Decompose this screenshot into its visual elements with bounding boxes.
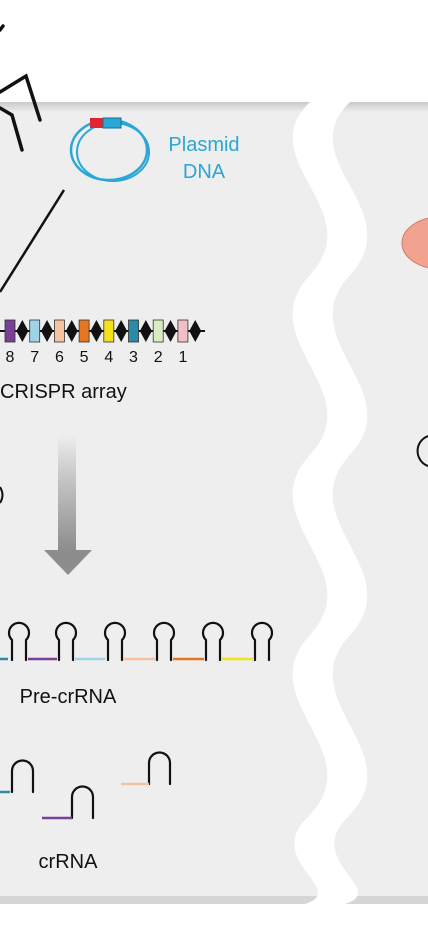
phage-legs bbox=[0, 24, 42, 152]
spacer-number-8: 8 bbox=[6, 349, 15, 366]
crrna-label: crRNA bbox=[39, 851, 99, 873]
pre-crrna-transcript bbox=[0, 621, 274, 662]
panel-top-edge bbox=[0, 102, 428, 112]
plasmid-label-line1: Plasmid bbox=[168, 134, 239, 156]
spacer-3 bbox=[128, 319, 139, 343]
repeat-diamond bbox=[16, 320, 29, 342]
spacer-number-6: 6 bbox=[55, 349, 64, 366]
integration-line-right bbox=[0, 189, 66, 293]
repeat-diamond bbox=[41, 320, 54, 342]
partial-circle-right bbox=[416, 435, 428, 467]
spacer-5 bbox=[78, 319, 90, 343]
spacer-6 bbox=[54, 319, 65, 343]
partial-arc bbox=[0, 486, 4, 504]
cas-protein-shape bbox=[401, 217, 428, 269]
spacer-number-7: 7 bbox=[30, 349, 39, 366]
wavy-divider bbox=[292, 102, 368, 904]
spacer-2 bbox=[152, 319, 164, 343]
repeat-diamond bbox=[115, 320, 128, 342]
spacer-1 bbox=[177, 319, 189, 343]
crrna-fragments bbox=[0, 751, 172, 820]
spacer-number-4: 4 bbox=[104, 349, 113, 366]
pre-crrna-label: Pre-crRNA bbox=[20, 686, 117, 708]
crispr-array-label: CRISPR array bbox=[0, 381, 127, 403]
plasmid-icon bbox=[69, 117, 150, 182]
repeat-diamond bbox=[65, 320, 78, 342]
repeat-diamond bbox=[90, 320, 103, 342]
spacer-8 bbox=[4, 319, 16, 343]
repeat-diamond bbox=[139, 320, 152, 342]
spacer-number-5: 5 bbox=[80, 349, 89, 366]
repeat-diamond bbox=[164, 320, 177, 342]
spacer-7 bbox=[29, 319, 41, 343]
spacer-number-3: 3 bbox=[129, 349, 138, 366]
repeat-diamond bbox=[189, 320, 202, 342]
panel-bottom-edge bbox=[0, 896, 428, 904]
spacer-number-2: 2 bbox=[154, 349, 163, 366]
plasmid-label-line2: DNA bbox=[183, 161, 226, 183]
spacer-number-1: 1 bbox=[178, 349, 187, 366]
transcription-arrow bbox=[44, 435, 92, 575]
spacer-4 bbox=[103, 319, 115, 343]
crispr-array bbox=[0, 319, 205, 343]
